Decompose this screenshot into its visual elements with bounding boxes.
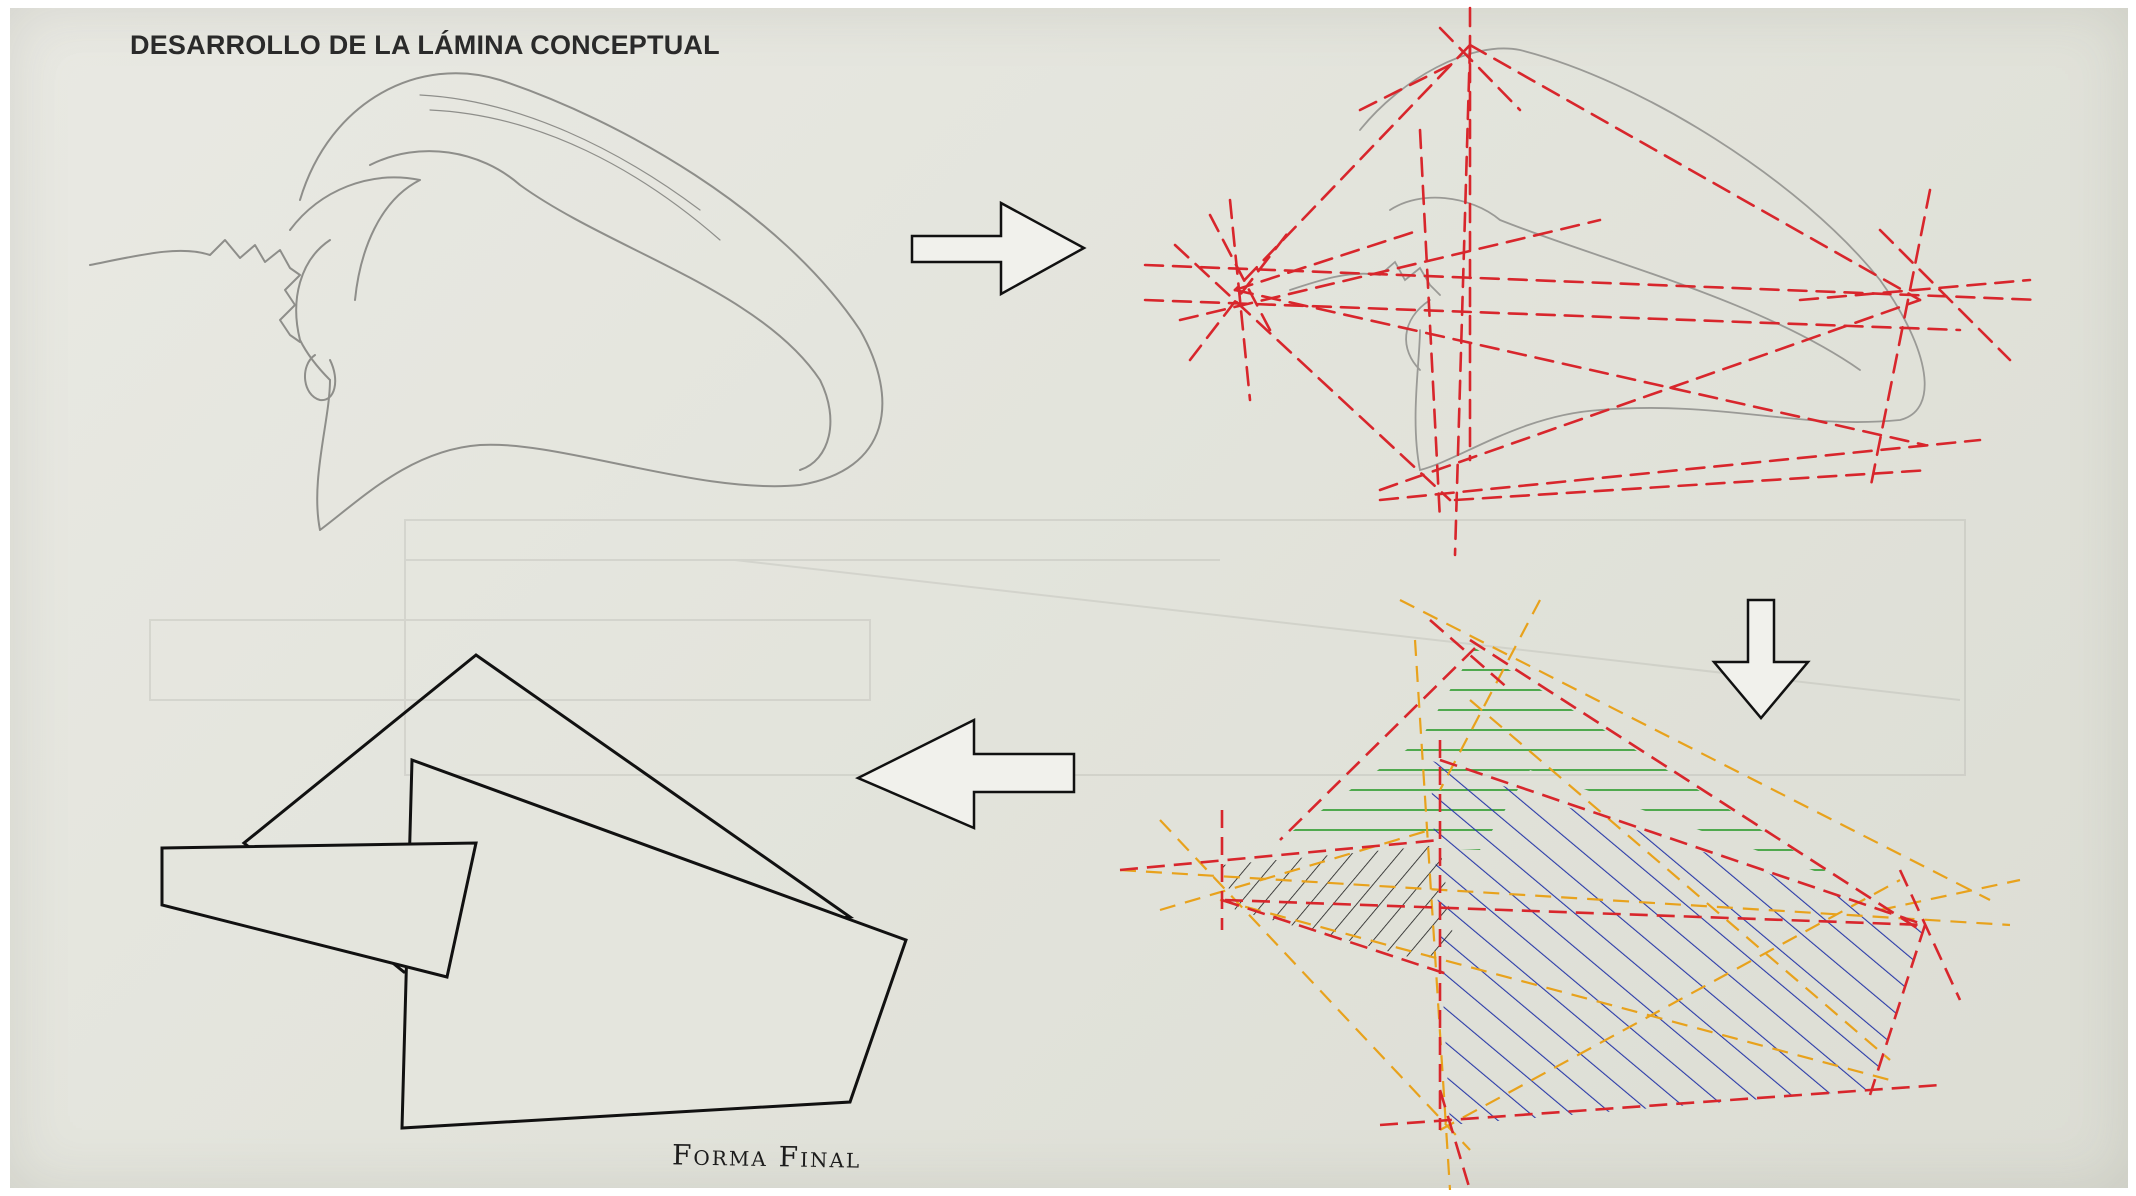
final-form-back-plane	[241, 653, 855, 974]
arrow-down-icon	[1711, 598, 1811, 720]
red-construction-lines	[1143, 6, 2042, 557]
arrow-left-icon	[855, 717, 1076, 830]
pencil-sketch-panel	[89, 72, 884, 531]
final-form-caption: Forma Final	[671, 1138, 862, 1175]
black-hatched-plane	[1222, 845, 1455, 960]
final-form-main-plane	[400, 757, 908, 1130]
red-plane-outlines	[1119, 619, 1962, 1190]
orange-construction-lines	[1119, 599, 2021, 1190]
green-hatched-plane	[1280, 648, 1840, 880]
sketch-outer-curve	[299, 72, 884, 531]
arrow-right-icon	[910, 200, 1087, 297]
sheet-title: DESARROLLO DE LA LÁMINA CONCEPTUAL	[130, 30, 720, 60]
sketch-fold	[289, 176, 421, 301]
final-form-panel	[160, 653, 908, 1130]
construction-panel	[1143, 6, 2042, 557]
sketch-inner-curve	[369, 150, 832, 471]
hatched-planes-panel	[1119, 599, 2021, 1190]
sketch-knob	[303, 354, 337, 402]
sketch-spikes	[89, 239, 301, 343]
ghost-background-drawing	[149, 519, 1966, 776]
sketch-body	[295, 239, 331, 381]
final-form-front-plane	[160, 841, 478, 979]
blue-hatched-plane	[1430, 760, 1925, 1125]
